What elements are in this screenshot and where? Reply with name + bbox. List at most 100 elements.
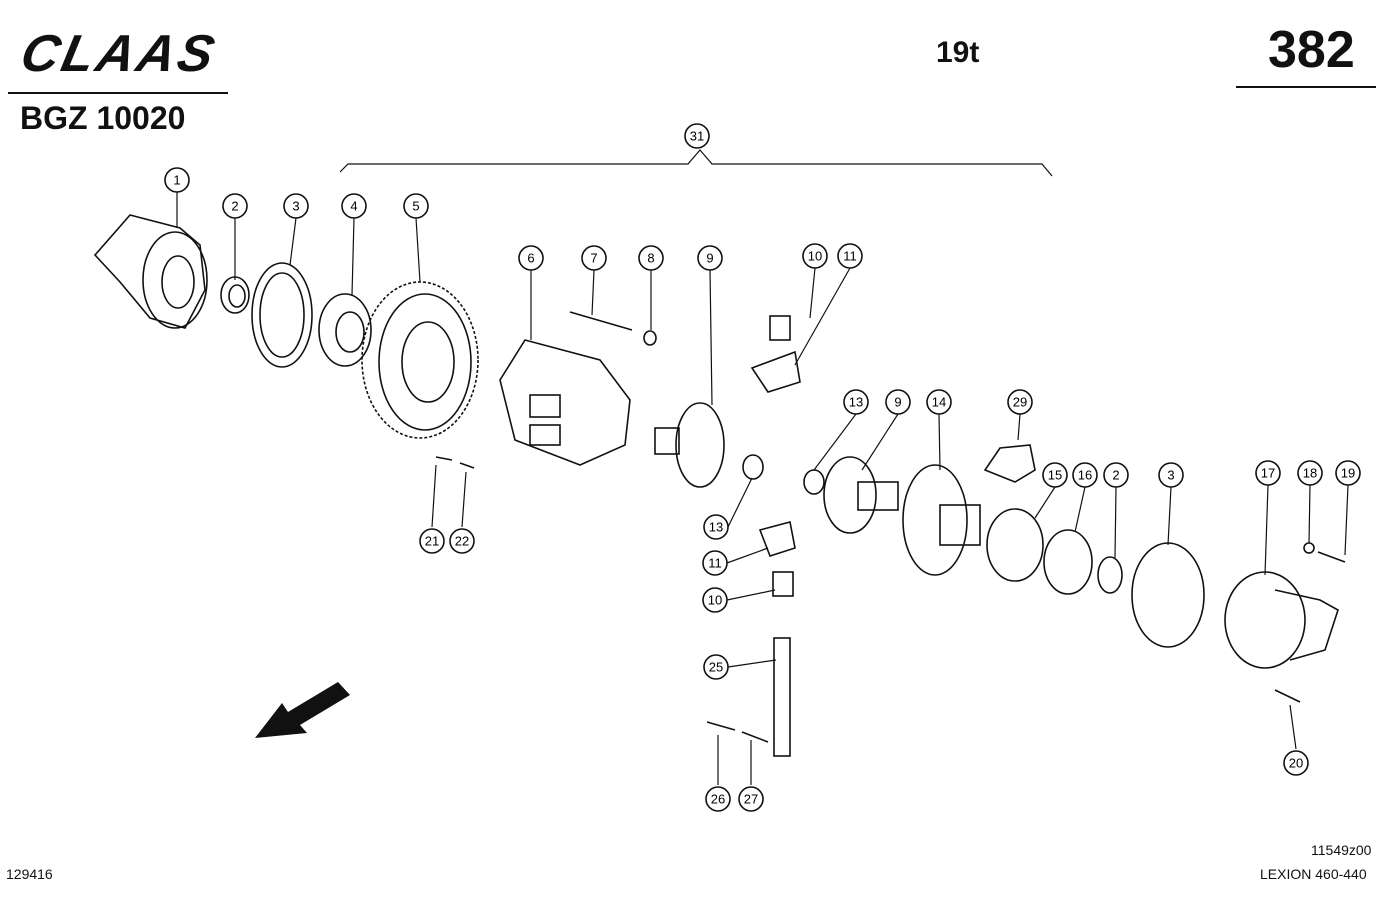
- part-ring-13-left: [742, 454, 764, 480]
- callout-25: 25: [703, 654, 729, 680]
- part-sleeve-10-lower: [772, 571, 794, 597]
- callout-15: 15: [1042, 462, 1068, 488]
- callout-31: 31: [684, 123, 710, 149]
- svg-text:21: 21: [425, 534, 439, 549]
- callout-18: 18: [1297, 460, 1323, 486]
- part-pin-22: [459, 462, 475, 469]
- svg-text:14: 14: [932, 395, 946, 410]
- svg-text:3: 3: [292, 199, 299, 214]
- svg-text:6: 6: [527, 251, 534, 266]
- callout-1: 1: [164, 167, 190, 193]
- svg-text:16: 16: [1078, 468, 1092, 483]
- svg-text:17: 17: [1261, 466, 1275, 481]
- drawing-code: 11549z00: [1311, 842, 1372, 858]
- svg-text:2: 2: [1112, 468, 1119, 483]
- part-flange-housing-1: [93, 214, 208, 329]
- svg-text:19: 19: [1341, 466, 1355, 481]
- callout-3: 3: [283, 193, 309, 219]
- header-rule-left: [8, 92, 228, 94]
- svg-text:20: 20: [1289, 756, 1303, 771]
- part-ring-gear-5: [361, 281, 479, 439]
- part-pinion-11-top: [750, 350, 801, 393]
- direction-arrow-icon: [255, 682, 350, 738]
- leader-lines: [176, 192, 1349, 785]
- part-gasket-3: [251, 262, 313, 368]
- callout-17: 17: [1255, 460, 1281, 486]
- part-pin-27: [741, 731, 769, 743]
- callout-19: 19: [1335, 460, 1361, 486]
- part-bearing-15: [986, 508, 1044, 582]
- callout-11-top: 11: [837, 243, 863, 269]
- svg-text:1: 1: [173, 173, 180, 188]
- part-oring-16: [1043, 529, 1093, 595]
- svg-text:3: 3: [1167, 468, 1174, 483]
- svg-text:26: 26: [711, 792, 725, 807]
- callout-29: 29: [1007, 389, 1033, 415]
- callout-13-top: 13: [843, 389, 869, 415]
- svg-text:4: 4: [350, 199, 357, 214]
- svg-text:18: 18: [1303, 466, 1317, 481]
- callout-2: 2: [222, 193, 248, 219]
- callout-22: 22: [449, 528, 475, 554]
- svg-text:11: 11: [708, 556, 722, 571]
- svg-text:5: 5: [412, 199, 419, 214]
- callout-20: 20: [1283, 750, 1309, 776]
- svg-text:15: 15: [1048, 468, 1062, 483]
- page-number: 382: [1268, 21, 1355, 79]
- part-flange-14: [902, 464, 981, 576]
- callout-14: 14: [926, 389, 952, 415]
- part-differential-carrier-6: [499, 339, 631, 466]
- part-seal-2-right: [1097, 556, 1123, 594]
- part-washer-18: [1303, 542, 1315, 554]
- svg-text:31: 31: [690, 129, 704, 144]
- assembly-bracket: [339, 149, 1053, 177]
- svg-text:13: 13: [849, 395, 863, 410]
- part-gasket-3-right: [1131, 542, 1205, 648]
- callout-10-lower: 10: [702, 587, 728, 613]
- callout-21: 21: [419, 528, 445, 554]
- svg-text:13: 13: [709, 520, 723, 535]
- svg-text:29: 29: [1013, 395, 1027, 410]
- header-rule-right: [1236, 86, 1376, 88]
- svg-text:7: 7: [590, 251, 597, 266]
- svg-text:25: 25: [709, 660, 723, 675]
- section-label: 19t: [936, 36, 980, 69]
- callout-11-lower: 11: [702, 550, 728, 576]
- part-screw-20: [1274, 689, 1301, 703]
- part-seal-2: [220, 276, 250, 314]
- part-pin-26: [706, 721, 736, 731]
- callout-26: 26: [705, 786, 731, 812]
- svg-text:10: 10: [708, 593, 722, 608]
- part-nut-8: [643, 330, 657, 346]
- model-label: LEXION 460-440: [1260, 866, 1367, 882]
- svg-text:9: 9: [894, 395, 901, 410]
- doc-id: BGZ 10020: [20, 100, 186, 136]
- footer-left-code: 129416: [6, 866, 53, 882]
- callout-4: 4: [341, 193, 367, 219]
- svg-text:2: 2: [231, 199, 238, 214]
- svg-text:9: 9: [706, 251, 713, 266]
- part-flange-housing-17: [1224, 571, 1339, 669]
- callout-9: 9: [697, 245, 723, 271]
- part-screw-19: [1317, 551, 1346, 563]
- callout-8: 8: [638, 245, 664, 271]
- svg-text:8: 8: [647, 251, 654, 266]
- part-shaft-25: [773, 637, 791, 757]
- part-pinion-11-lower: [758, 521, 796, 557]
- svg-text:11: 11: [843, 249, 857, 264]
- svg-text:10: 10: [808, 249, 822, 264]
- callout-5: 5: [403, 193, 429, 219]
- callout-9-right: 9: [885, 389, 911, 415]
- part-bevel-gear-9-right: [823, 456, 899, 534]
- svg-text:22: 22: [455, 534, 469, 549]
- callout-16: 16: [1072, 462, 1098, 488]
- part-pin-21: [435, 456, 453, 461]
- part-sleeve-10-top: [769, 315, 791, 341]
- part-bevel-gear-9-left: [654, 402, 725, 488]
- part-clip-29: [983, 444, 1036, 483]
- callout-10-top: 10: [802, 243, 828, 269]
- callout-3-right: 3: [1158, 462, 1184, 488]
- callout-13-lower: 13: [703, 514, 729, 540]
- part-bearing-4: [318, 293, 372, 367]
